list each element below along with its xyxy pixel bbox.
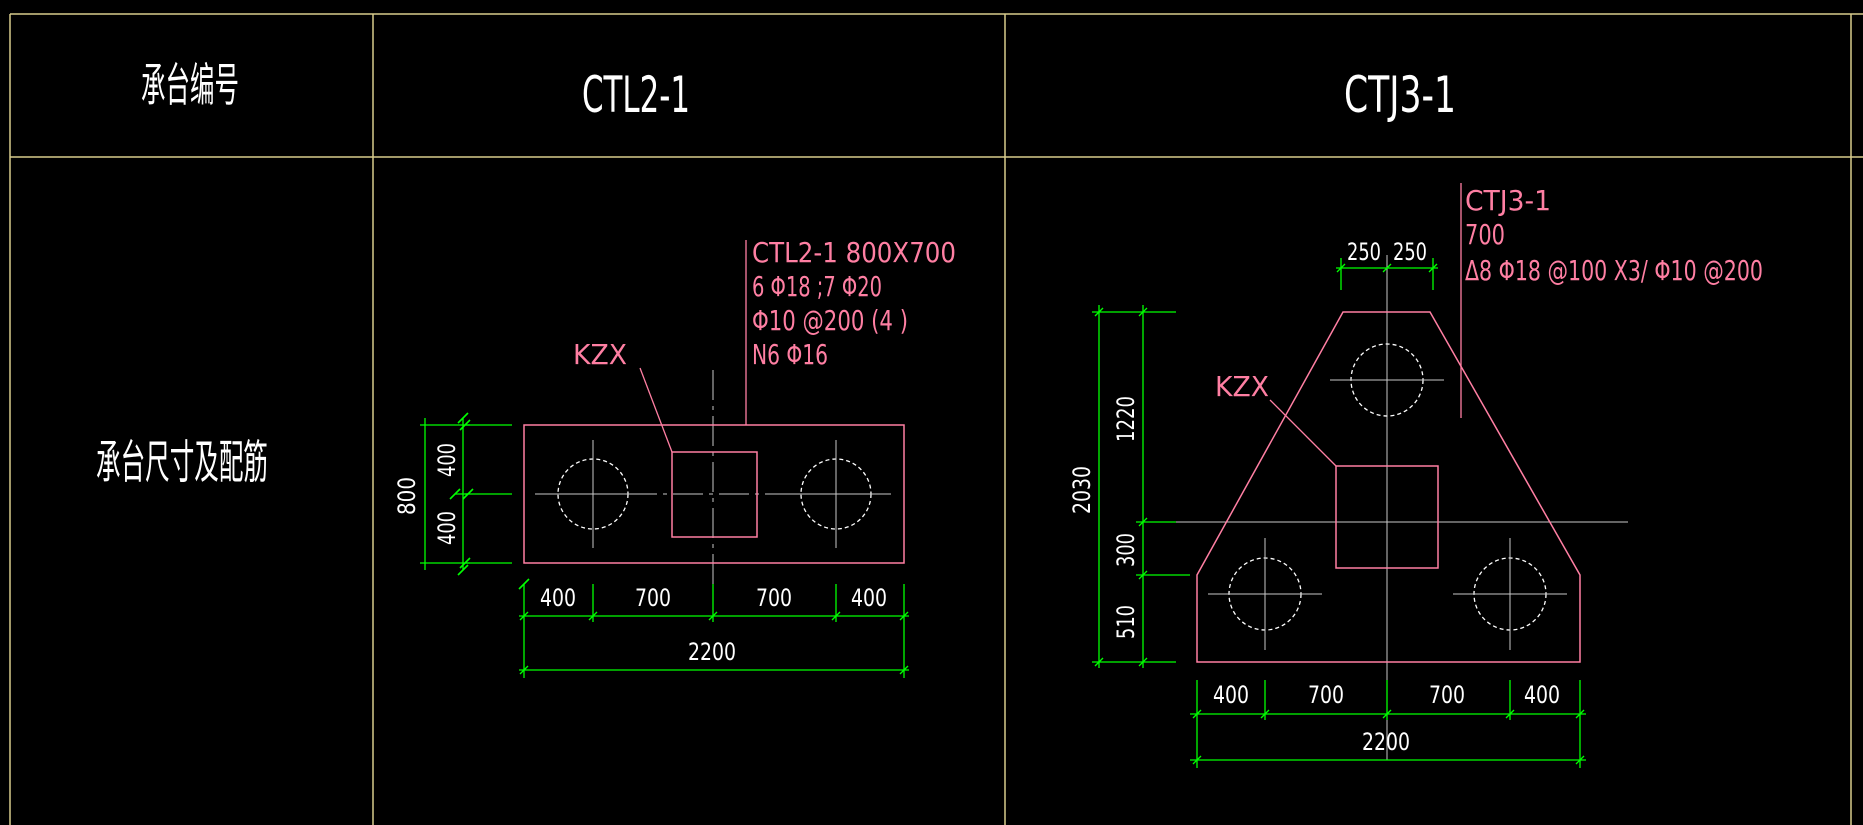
ctl2-1-label-line-1: CTL2-1 800X700 [752,236,956,269]
ctj3-1-dim-height-seg-2: 300 [1112,533,1140,567]
ctj3-1-tick-top-3 [1428,263,1438,273]
row-header-cap-number: 承台编号 [141,58,239,112]
ctj3-1-axes [1140,255,1628,760]
ctl2-1-vertical-dimensions [420,412,512,576]
ctl2-1-cap-outline [523,424,905,564]
ctj3-1-dim-height-total: 2030 [1068,466,1096,514]
ctl2-1-dim-width-total: 2200 [688,638,736,666]
ctj3-1-tick-h-4 [1505,709,1515,719]
ctl2-1-dim-height-seg-2: 400 [433,511,461,545]
ctl2-1-drawing: KZX CTL2-1 800X700 6 Φ18 ;7 Φ20 Φ10 @200… [393,236,956,678]
ctl2-1-tick-1 [519,611,529,621]
ctl2-1-column-kzx [671,451,758,538]
ctl2-1-tick-6 [519,665,529,675]
ctl2-1-dim-width-seg-4: 400 [851,584,887,612]
ctj3-1-tick-h-1 [1192,709,1202,719]
ctj3-1-dim-width-seg-3: 700 [1429,681,1465,709]
ctj3-1-tick-h-3 [1382,709,1392,719]
ctj3-1-drawing: KZX CTJ3-1 700 Δ8 Φ18 @100 X3/ Φ10 @200 … [1068,183,1763,768]
ctj3-1-dim-top-seg-2: 250 [1393,238,1427,266]
ctl2-1-kzx-leader [639,367,673,453]
ctj3-1-dim-top-seg-1: 250 [1347,238,1381,266]
ctj3-1-tick-h-5 [1575,709,1585,719]
ctl2-1-dim-width-seg-3: 700 [756,584,792,612]
ctj3-1-tick-h-2 [1260,709,1270,719]
ctl2-1-dim-width-seg-2: 700 [635,584,671,612]
ctl2-1-dim-height-total: 800 [393,477,421,515]
ctj3-1-tick-v-3 [1138,307,1148,317]
ctj3-1-tick-top-2 [1382,263,1392,273]
ctl2-1-dim-height-seg-1: 400 [433,443,461,477]
ctj3-1-kzx-leader [1269,399,1337,467]
ctl2-1-tick-3 [708,611,718,621]
ctj3-1-dim-width-seg-2: 700 [1308,681,1344,709]
ctj3-1-tick-v-1 [1094,307,1104,317]
ctj3-1-tick-h-6 [1192,755,1202,765]
ctj3-1-horizontal-dimensions [1190,680,1586,768]
ctj3-1-column-kzx [1335,465,1439,569]
ctj3-1-dim-height-seg-3: 510 [1112,605,1140,639]
ctl2-1-tick-4 [831,611,841,621]
ctj3-1-cap-outline [1196,311,1581,663]
ctj3-1-tick-v-6 [1138,657,1148,667]
ctj3-1-tick-h-7 [1575,755,1585,765]
ctj3-1-tick-v-5 [1138,570,1148,580]
column-title-ctl2-1: CTL2-1 [582,66,690,124]
row-header-cap-size-rebar: 承台尺寸及配筋 [96,435,268,489]
table-frame [9,13,1863,825]
ctj3-1-dim-width-total: 2200 [1362,728,1410,756]
column-title-ctj3-1: CTJ3-1 [1344,66,1456,124]
ctl2-1-label-line-2: 6 Φ18 ;7 Φ20 [752,270,882,303]
ctl2-1-horizontal-dimensions [518,578,909,678]
ctl2-1-piles [538,440,891,548]
ctj3-1-dim-width-seg-1: 400 [1213,681,1249,709]
ctl2-1-label-line-4: N6 Φ16 [752,338,828,371]
ctj3-1-kzx-label: KZX [1215,370,1269,403]
ctl2-1-kzx-label: KZX [573,338,627,371]
ctl2-1-label-line-3: Φ10 @200 (4 ) [752,304,908,337]
ctj3-1-dim-height-seg-1: 1220 [1112,396,1140,442]
ctj3-1-label-line-3: Δ8 Φ18 @100 X3/ Φ10 @200 [1465,254,1763,287]
ctj3-1-top-dimension [1336,258,1438,290]
ctj3-1-tick-v-2 [1094,657,1104,667]
ctl2-1-tick-2 [588,611,598,621]
ctj3-1-dim-width-seg-4: 400 [1524,681,1560,709]
ctj3-1-vertical-dimensions [1092,305,1190,668]
ctj3-1-label-line-1: CTJ3-1 [1465,184,1551,217]
ctj3-1-tick-top-1 [1336,263,1346,273]
ctj3-1-label-line-2: 700 [1465,218,1505,251]
ctj3-1-piles [1208,343,1567,650]
ctj3-1-tick-v-4 [1138,517,1148,527]
ctl2-1-dim-width-seg-1: 400 [540,584,576,612]
ctl2-1-tick-5 [899,611,909,621]
ctl2-1-tick-7 [899,665,909,675]
